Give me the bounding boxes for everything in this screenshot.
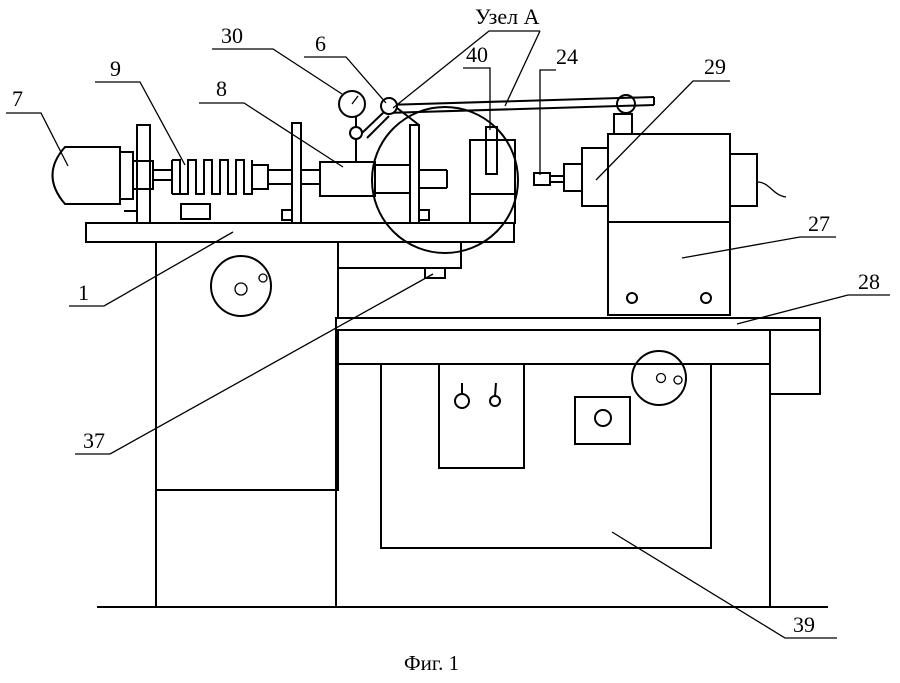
post-mid — [291, 122, 302, 224]
nut-37 — [424, 267, 446, 279]
pin-24 — [533, 172, 551, 186]
post-left — [136, 124, 151, 224]
label-30: 30 — [221, 23, 243, 48]
cabinet-39 — [380, 350, 712, 549]
left-machine-body — [155, 243, 339, 607]
control-panel — [438, 363, 525, 469]
handwheel-left — [210, 255, 272, 317]
label-24: 24 — [556, 44, 578, 69]
node-a-circle — [371, 106, 519, 254]
label-28: 28 — [858, 269, 880, 294]
base-plate — [85, 222, 515, 279]
headstock-27 — [563, 94, 787, 316]
bellows-9 — [153, 159, 292, 195]
holder-8 — [301, 161, 448, 197]
label-29: 29 — [704, 54, 726, 79]
figure-caption: Фиг. 1 — [404, 651, 459, 675]
label-39: 39 — [793, 612, 815, 637]
block-40 — [469, 126, 516, 224]
switch-box — [574, 396, 631, 445]
label-40: 40 — [466, 42, 488, 67]
label-7: 7 — [12, 86, 23, 111]
post-right — [409, 124, 420, 224]
spindle-housing-29 — [607, 133, 731, 223]
label-27: 27 — [808, 211, 830, 236]
label-node-a: Узел А — [475, 4, 540, 29]
measuring-bar — [384, 96, 655, 106]
motor-7 — [51, 146, 154, 205]
label-37: 37 — [83, 428, 105, 453]
label-1: 1 — [78, 280, 89, 305]
label-9: 9 — [110, 56, 121, 81]
label-8: 8 — [216, 76, 227, 101]
right-bed — [335, 317, 821, 607]
handwheel-right — [631, 350, 687, 406]
dial-indicator-30 — [338, 90, 420, 162]
guide-28 — [335, 317, 821, 331]
leader-lines — [6, 30, 890, 639]
label-6: 6 — [315, 31, 326, 56]
